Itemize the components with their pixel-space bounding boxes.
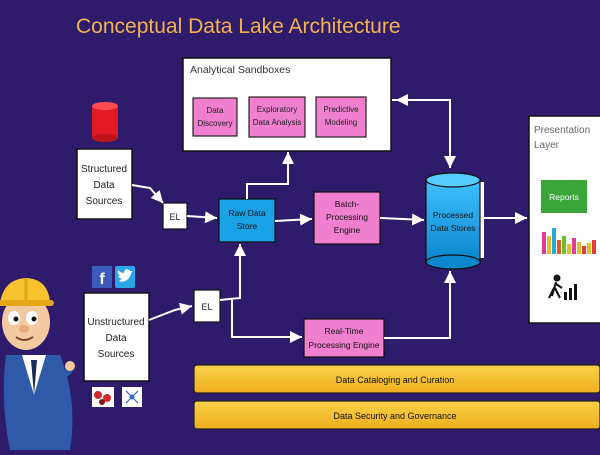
twitter-icon	[115, 266, 135, 288]
svg-text:Structured: Structured	[81, 164, 127, 175]
svg-text:Modeling: Modeling	[325, 118, 357, 127]
sandbox-exploratory-data-analysis: Exploratory Data Analysis	[248, 96, 306, 138]
page-title: Conceptual Data Lake Architecture	[76, 15, 401, 38]
svg-text:Presentation: Presentation	[534, 125, 590, 136]
arrow-el-to-raw	[186, 211, 218, 224]
svg-text:Data: Data	[105, 333, 127, 344]
svg-text:EL: EL	[169, 212, 180, 222]
media-icon	[92, 387, 114, 407]
mascot-figure	[0, 278, 75, 450]
svg-text:Processed: Processed	[433, 210, 473, 220]
sandbox-predictive-modeling: Predictive Modeling	[315, 96, 367, 138]
network-icon	[122, 387, 142, 407]
person-chart-icon	[548, 274, 577, 300]
arrow-raw-to-batch	[274, 213, 313, 226]
svg-text:Processing Engine: Processing Engine	[309, 340, 380, 350]
arrow-realtime-to-processed	[384, 271, 456, 339]
svg-text:Engine: Engine	[334, 225, 361, 235]
svg-text:Store: Store	[237, 221, 258, 231]
arrow-raw-to-sandbox	[246, 152, 294, 199]
svg-text:Batch-: Batch-	[335, 199, 360, 209]
arrow-unstructured-to-el	[148, 302, 193, 321]
structured-data-sources: Structured Data Sources	[76, 148, 133, 220]
svg-text:Raw Data: Raw Data	[228, 208, 266, 218]
svg-text:Exploratory: Exploratory	[257, 105, 297, 114]
svg-text:Sources: Sources	[98, 349, 135, 360]
batch-processing-engine: Batch- Processing Engine	[313, 191, 381, 245]
arrow-batch-to-processed	[379, 213, 425, 226]
el-box-top: EL	[162, 202, 188, 230]
svg-text:Processing: Processing	[326, 212, 368, 222]
svg-text:Data Cataloging and Curation: Data Cataloging and Curation	[336, 375, 455, 385]
sandbox-data-discovery: Data Discovery	[192, 97, 238, 137]
arrow-sandbox-processed	[392, 99, 456, 168]
presentation-layer: Presentation Layer Reports	[528, 115, 600, 324]
arrow-structured-to-el	[131, 184, 164, 204]
reports-label: Reports	[549, 192, 579, 202]
svg-text:f: f	[99, 271, 105, 288]
svg-text:Predictive: Predictive	[323, 105, 359, 114]
bar-chart-icon	[542, 228, 596, 254]
raw-data-store: Raw Data Store	[218, 198, 276, 243]
svg-text:Data Stores: Data Stores	[431, 223, 476, 233]
data-security-bar: Data Security and Governance	[193, 400, 600, 430]
flow-arrows	[131, 94, 527, 343]
svg-text:Data: Data	[93, 180, 115, 191]
unstructured-data-sources: Unstructured Data Sources	[83, 292, 150, 382]
svg-text:Data Analysis: Data Analysis	[253, 118, 301, 127]
arrow-el-to-realtime	[231, 300, 302, 343]
arrow-sandbox-processed-back	[396, 94, 451, 112]
analytical-sandboxes-panel: Analytical Sandboxes Data Discovery Expl…	[182, 57, 392, 152]
facebook-icon: f	[92, 266, 112, 288]
svg-text:Unstructured: Unstructured	[87, 317, 144, 328]
svg-text:EL: EL	[201, 302, 212, 312]
database-icon	[92, 102, 118, 142]
svg-text:Data: Data	[207, 106, 224, 115]
realtime-processing-engine: Real-Time Processing Engine	[303, 318, 385, 358]
svg-text:Data Security and Governance: Data Security and Governance	[333, 411, 456, 421]
svg-text:Discovery: Discovery	[197, 119, 232, 128]
svg-text:Layer: Layer	[534, 140, 560, 151]
svg-text:Real-Time: Real-Time	[325, 326, 364, 336]
reports-box	[541, 180, 587, 213]
processed-data-stores: Processed Data Stores	[425, 172, 484, 270]
el-box-bottom: EL	[193, 289, 221, 323]
svg-text:Sources: Sources	[86, 196, 123, 207]
analytical-sandboxes-label: Analytical Sandboxes	[190, 64, 290, 76]
data-cataloging-bar: Data Cataloging and Curation	[193, 364, 600, 394]
arrow-el-to-raw-up	[219, 244, 246, 301]
